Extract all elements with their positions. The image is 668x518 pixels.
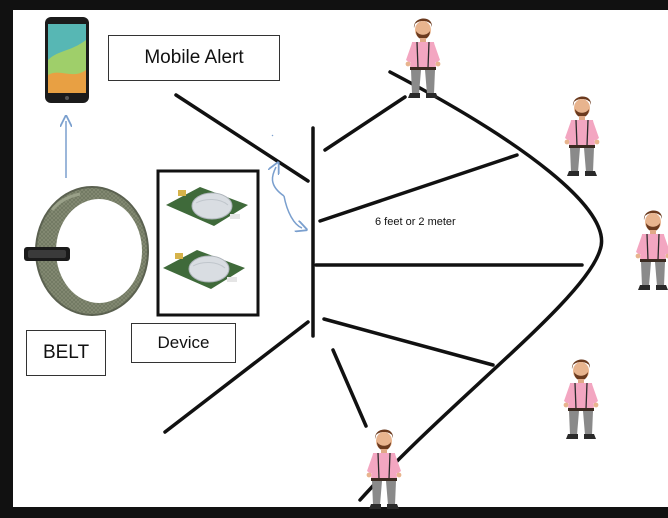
tick-mark xyxy=(271,134,274,137)
detection-cone xyxy=(163,70,604,502)
pir-sensor-top xyxy=(166,187,248,226)
ray-2 xyxy=(318,153,519,223)
person-figure-3 xyxy=(634,209,668,291)
device-label: Device xyxy=(157,333,210,352)
smartphone-icon xyxy=(45,17,89,103)
belt-label: BELT xyxy=(42,342,90,363)
belt-strap-image xyxy=(24,186,149,316)
range-arc xyxy=(358,70,604,502)
device-to-cone-arrow-up xyxy=(272,167,285,197)
sensor-device-image xyxy=(156,169,260,317)
cone-lower-edge xyxy=(163,320,310,434)
mobile-alert-label: Mobile Alert xyxy=(144,47,244,68)
device-to-cone-arrow-down xyxy=(283,195,302,228)
person-figure-5 xyxy=(365,428,403,510)
pir-sensor-bottom xyxy=(163,250,245,289)
mobile-alert-label-box: Mobile Alert xyxy=(108,35,280,81)
cone-upper-edge xyxy=(174,93,310,183)
person-figure-2 xyxy=(563,95,601,177)
distance-label: 6 feet or 2 meter xyxy=(375,216,456,228)
ray-1 xyxy=(323,95,407,152)
ray-4 xyxy=(322,317,495,367)
person-figure-1 xyxy=(404,17,442,99)
person-figure-4 xyxy=(562,358,600,440)
device-label-box: Device xyxy=(131,323,236,363)
ray-5 xyxy=(331,348,368,428)
belt-label-box: BELT xyxy=(26,330,106,376)
